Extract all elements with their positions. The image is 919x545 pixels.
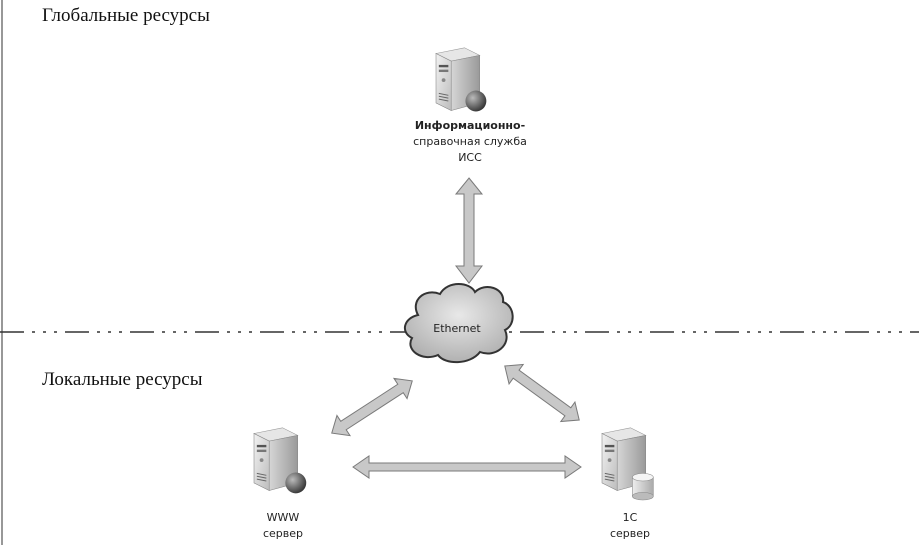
onec-label: 1С сервер (590, 510, 670, 542)
network-www-arrow (331, 377, 413, 437)
iss-label-line: справочная служба (413, 135, 527, 148)
www-label-line: сервер (262, 527, 304, 540)
network-onec-arrow (504, 363, 580, 423)
onec-label-line: сервер (609, 527, 651, 540)
globe-icon (285, 472, 307, 494)
iss-server-icon[interactable] (435, 43, 487, 112)
ethernet-label: Ethernet (433, 322, 481, 335)
www-server-icon[interactable] (253, 423, 307, 494)
iss-label-line: Информационно- (414, 119, 526, 132)
iss-label-line: ИСС (458, 151, 482, 164)
iss-network-arrow (454, 177, 484, 284)
onec-server-icon[interactable] (601, 423, 654, 501)
iss-label: Информационно- справочная служба ИСС (390, 118, 550, 166)
global-resources-title: Глобальные ресурсы (42, 5, 210, 26)
onec-label-line: 1С (622, 511, 638, 524)
database-icon (632, 473, 654, 501)
ethernet-cloud-icon[interactable]: Ethernet (403, 283, 514, 364)
local-resources-title: Локальные ресурсы (42, 369, 203, 390)
www-label-line: WWW (266, 511, 300, 524)
www-onec-arrow (352, 455, 582, 479)
globe-icon (465, 90, 487, 112)
www-label: WWW сервер (243, 510, 323, 542)
